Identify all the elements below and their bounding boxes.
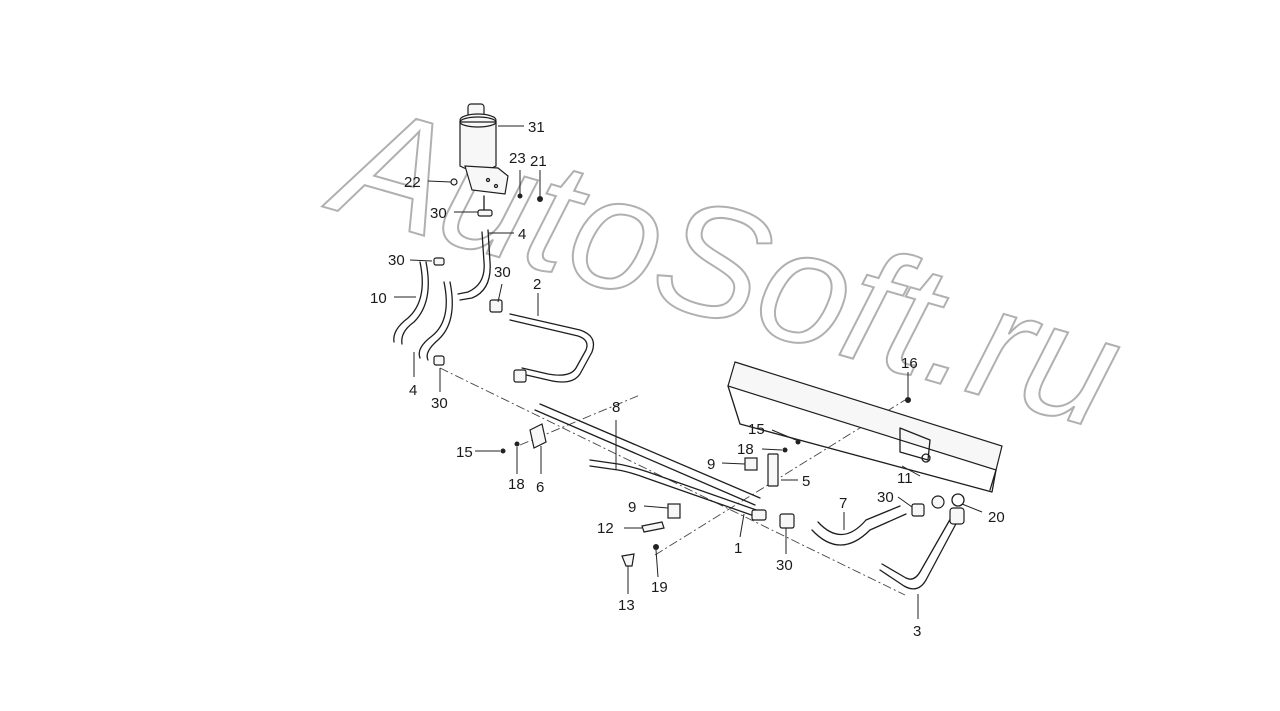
callout-6: 6 (536, 479, 544, 496)
callout-15-a: 15 (456, 444, 473, 461)
fitting-30 (931, 495, 945, 509)
bolt-15-right (795, 439, 801, 445)
callout-12: 12 (597, 520, 614, 537)
pipe-2 (509, 313, 595, 383)
seal-20 (951, 493, 965, 507)
bolt-13 (621, 553, 635, 567)
callout-4-b: 4 (409, 382, 417, 399)
washer-18-right (782, 447, 788, 453)
clamp-30-upper (477, 209, 493, 217)
tube-8 (534, 409, 756, 506)
callout-15-b: 15 (748, 421, 765, 438)
bracket-5 (767, 453, 779, 487)
callout-19: 19 (651, 579, 668, 596)
washer-19 (653, 544, 659, 550)
callout-31: 31 (528, 119, 545, 136)
callout-18-b: 18 (737, 441, 754, 458)
clamp-30-left (433, 257, 445, 266)
callout-23: 23 (509, 150, 526, 167)
callout-30-e: 30 (877, 489, 894, 506)
callout-10: 10 (370, 290, 387, 307)
clamp-30-lower (433, 355, 445, 366)
bolt-15-left (500, 448, 506, 454)
hose-4-upper (459, 229, 491, 301)
washer-23 (517, 193, 523, 199)
bracket-6 (529, 423, 547, 449)
line-1 (589, 465, 761, 519)
hose-7 (811, 513, 907, 546)
bolt-12 (641, 521, 665, 533)
hose-4-lower (418, 281, 447, 359)
callout-30-b: 30 (388, 252, 405, 269)
hose-10 (393, 261, 423, 343)
callout-16: 16 (901, 355, 918, 372)
callout-30-d: 30 (431, 395, 448, 412)
callout-13: 13 (618, 597, 635, 614)
clip-9-lower (667, 503, 681, 519)
callout-9-b: 9 (628, 499, 636, 516)
clip-9-upper (744, 457, 758, 471)
callout-21: 21 (530, 153, 547, 170)
washer-18-left (514, 441, 520, 447)
bolt-16 (905, 397, 911, 403)
callout-5: 5 (802, 473, 810, 490)
callout-3: 3 (913, 623, 921, 640)
clamp-30-right (779, 513, 795, 529)
clamp-30-mid (489, 299, 503, 313)
frame-rail-11 (727, 361, 1003, 493)
callout-30-c: 30 (494, 264, 511, 281)
callout-7: 7 (839, 495, 847, 512)
callout-8: 8 (612, 399, 620, 416)
bolt-21 (537, 196, 543, 202)
reservoir-31 (459, 103, 509, 213)
callout-22: 22 (404, 174, 421, 191)
callout-30-f: 30 (776, 557, 793, 574)
pipe-3 (879, 519, 959, 590)
callout-11: 11 (897, 470, 913, 487)
callout-20: 20 (988, 509, 1005, 526)
callout-30-a: 30 (430, 205, 447, 222)
centerline-main (439, 367, 906, 596)
callout-18-a: 18 (508, 476, 525, 493)
callout-4-a: 4 (518, 226, 526, 243)
callout-2: 2 (533, 276, 541, 293)
bolt-22 (450, 178, 458, 186)
callout-1: 1 (734, 540, 742, 557)
callout-9-a: 9 (707, 456, 715, 473)
